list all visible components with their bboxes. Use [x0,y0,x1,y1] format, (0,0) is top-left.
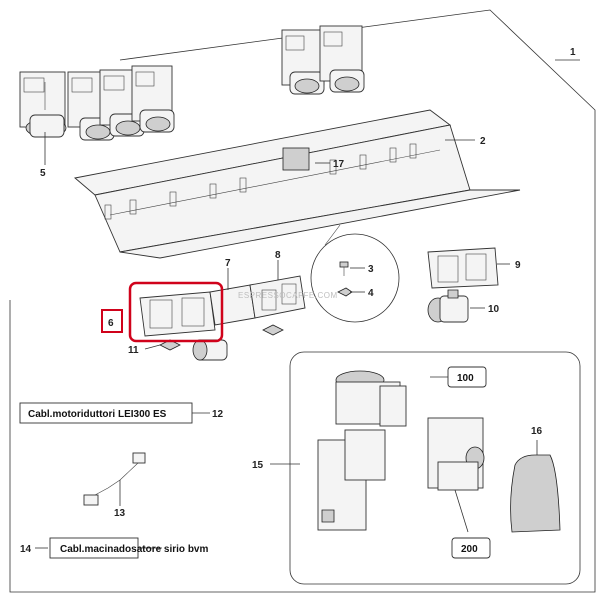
caption-14: Cabl.macinadosatore sirio bvm [60,544,208,555]
caption-box-12 [19,402,193,424]
label-3: 3 [368,264,374,275]
label-200: 200 [461,544,478,555]
label-9: 9 [515,260,521,271]
label-box-100 [447,366,487,388]
caption-box-14 [49,537,139,559]
fastener-detail [310,224,400,323]
label-7: 7 [225,258,231,269]
label-10: 10 [488,304,500,315]
label-2: 2 [480,136,486,147]
label-14: 14 [20,544,32,555]
label-17: 17 [333,159,345,170]
label-box-200 [451,537,491,559]
assembly-outline [9,9,596,593]
label-4: 4 [368,288,374,299]
label-6-box [101,309,123,333]
label-5: 5 [40,168,46,179]
cable-13 [83,452,146,506]
motor-group-left [19,65,175,141]
grinder-detail-panel [289,351,581,585]
label-16: 16 [531,426,543,437]
leader-lines [35,59,580,549]
label-11: 11 [128,345,139,356]
motor-group-right [281,25,365,95]
label-100: 100 [457,373,474,384]
motor-10 [427,289,469,323]
label-8: 8 [275,250,281,261]
label-1: 1 [570,47,576,58]
label-15: 15 [252,460,264,471]
label-12: 12 [212,409,224,420]
caption-12: Cabl.motoriduttori LEI300 ES [28,409,167,420]
label-6: 6 [108,318,114,329]
label-13: 13 [114,508,126,519]
bracket-9 [427,247,499,289]
watermark: ESPRESSOCAFFE.COM [238,291,338,300]
frame-rail [73,109,521,259]
highlight-box [128,281,224,343]
